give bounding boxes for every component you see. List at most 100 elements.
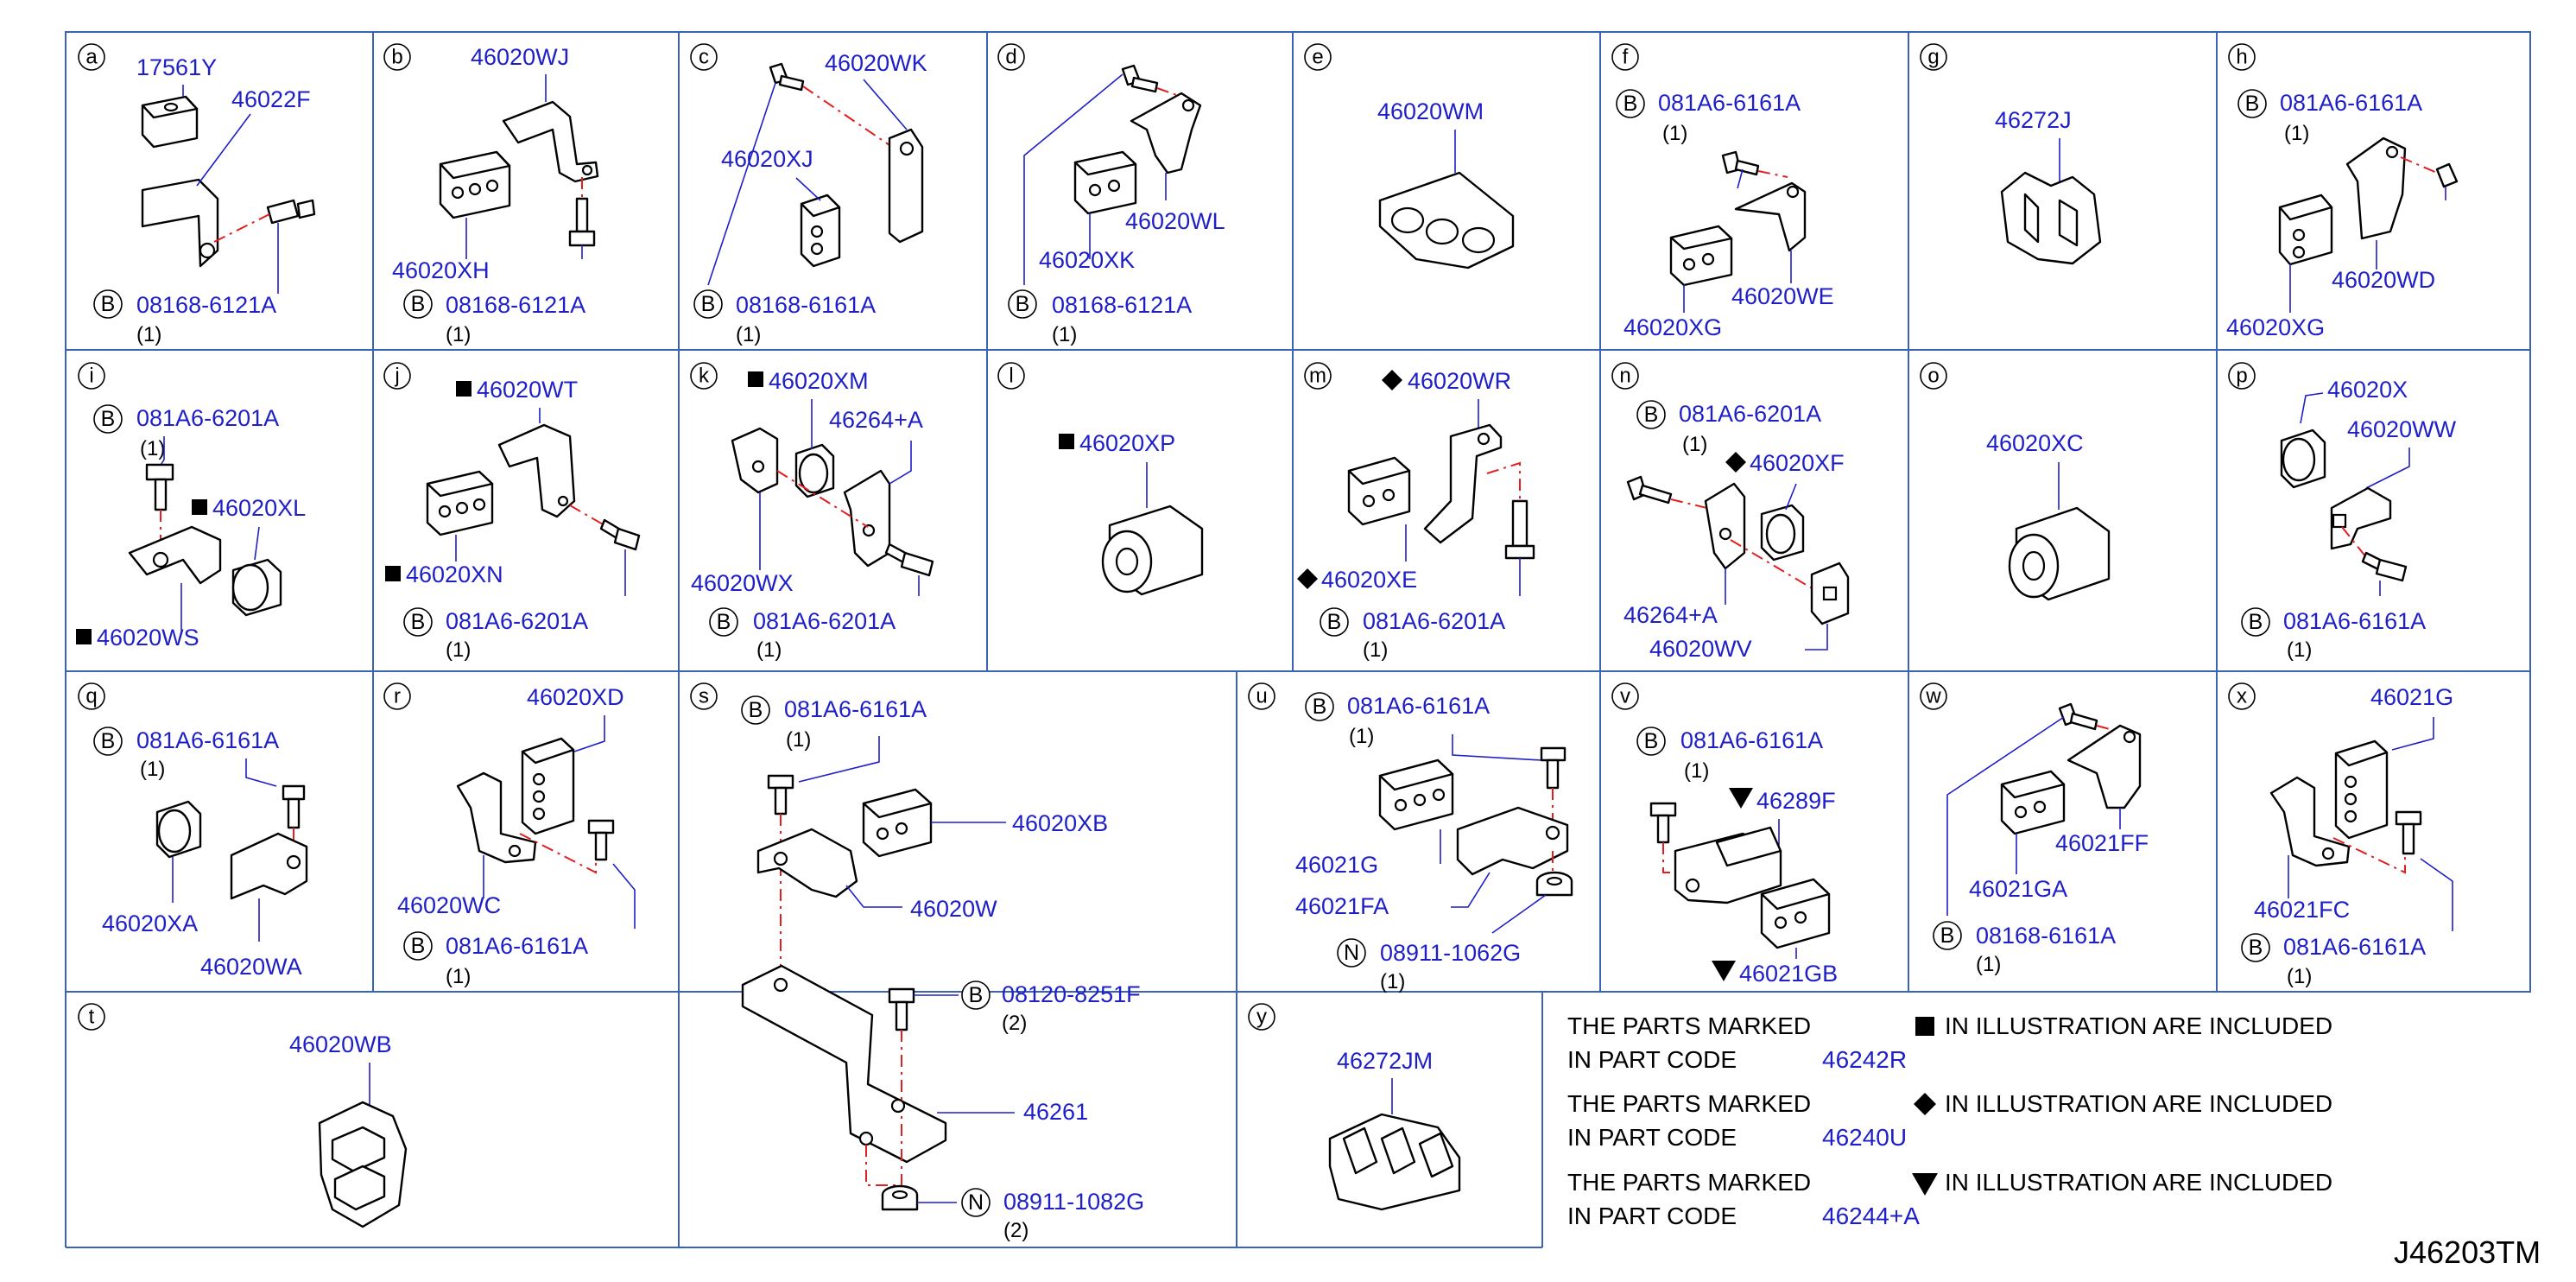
cell-letter-p: p: [2228, 362, 2256, 390]
bracket-part: [741, 964, 947, 1164]
part-label: 081A6-6161A: [136, 727, 279, 753]
grommet-part: [155, 800, 202, 859]
svg-text:r: r: [394, 685, 401, 708]
cell-letter-t: t: [78, 1003, 105, 1031]
svg-text:u: u: [1256, 685, 1267, 708]
part-label: 46020WR: [1408, 368, 1511, 394]
note-code: 46242R: [1822, 1046, 1907, 1073]
svg-text:B: B: [749, 698, 763, 722]
svg-text:B: B: [411, 934, 426, 958]
svg-text:x: x: [2237, 685, 2247, 708]
cell-e: 46020WM: [1377, 98, 1515, 270]
svg-text:h: h: [2236, 46, 2247, 69]
svg-text:B: B: [717, 610, 731, 634]
svg-text:j: j: [394, 365, 399, 388]
bolt-part: [2435, 162, 2459, 188]
part-label: 46272JM: [1337, 1048, 1433, 1074]
grommet-part: [1347, 456, 1411, 526]
note-code: 46240U: [1822, 1124, 1907, 1151]
cell-p: 46020X 46020WW B 081A6-6161A (1): [2241, 377, 2457, 662]
svg-text:w: w: [1925, 685, 1941, 708]
part-label: 46020XF: [1750, 450, 1845, 476]
part-label: 46020WJ: [471, 44, 569, 70]
cell-m: 46020WR 46020XE B 081A6-6201A (1): [1297, 368, 1535, 662]
svg-text:q: q: [85, 685, 97, 708]
grommet-part: [1669, 225, 1733, 287]
note-triangle: THE PARTS MARKED IN ILLUSTRATION ARE INC…: [1567, 1169, 2332, 1229]
cell-o: 46020XC: [1986, 430, 2111, 601]
quantity: (2): [1002, 1012, 1027, 1035]
part-label: 46020WE: [1731, 283, 1834, 309]
svg-text:B: B: [1327, 610, 1342, 634]
part-label: 081A6-6201A: [136, 405, 279, 431]
part-label: 46020XA: [102, 911, 198, 936]
bolt-mark: [1616, 89, 1645, 118]
part-label: 081A6-6161A: [2283, 934, 2426, 960]
bolt-mark: [2237, 89, 2267, 118]
bolt-mark: [403, 289, 433, 319]
bolt-part: [769, 62, 805, 92]
svg-text:B: B: [411, 292, 426, 316]
svg-text:B: B: [2249, 610, 2263, 634]
clip-part: [230, 832, 308, 900]
note-diamond: THE PARTS MARKED IN ILLUSTRATION ARE INC…: [1567, 1090, 2332, 1151]
svg-text:m: m: [1309, 365, 1326, 388]
clip-part: [318, 1101, 408, 1228]
note-text: THE PARTS MARKED: [1567, 1012, 1811, 1039]
bracket-part: [456, 771, 537, 864]
part-label: 46020XK: [1039, 247, 1135, 273]
cell-letter-k: k: [690, 362, 718, 390]
svg-text:B: B: [1016, 292, 1030, 316]
part-label: 46020XN: [406, 562, 503, 587]
quantity: (1): [1052, 323, 1077, 346]
cell-letter-v: v: [1611, 682, 1639, 710]
square-mark: [1915, 1017, 1934, 1036]
note-square: THE PARTS MARKED IN ILLUSTRATION ARE INC…: [1567, 1012, 2332, 1073]
bracket-part: [2269, 776, 2351, 867]
bolt-part: [884, 543, 934, 577]
svg-text:e: e: [1312, 46, 1323, 69]
note-text: IN PART CODE: [1567, 1203, 1737, 1229]
bolt-part: [2361, 551, 2408, 582]
part-label: 46020XH: [392, 257, 490, 283]
cell-letter-l: l: [997, 362, 1025, 390]
part-label: 08168-6121A: [1052, 292, 1192, 318]
cell-x: 46021G 46021FC B 081A6-6161A (1): [2241, 684, 2453, 988]
grommet-part: [426, 470, 494, 536]
svg-text:g: g: [1927, 46, 1939, 69]
bracket-part: [843, 469, 891, 568]
part-label: 08120-8251F: [1002, 981, 1141, 1007]
svg-text:B: B: [101, 729, 116, 753]
bracket-part: [1734, 181, 1807, 252]
quantity: (1): [446, 323, 471, 346]
quantity: (1): [136, 323, 161, 346]
part-label: 46020XD: [527, 684, 624, 710]
part-label: 46020XE: [1321, 567, 1417, 593]
bolt-mark: [693, 289, 723, 319]
cell-letter-w: w: [1920, 682, 1947, 710]
cell-letter-y: y: [1248, 1003, 1275, 1031]
quantity: (1): [786, 728, 811, 752]
bolt-mark: [1636, 400, 1666, 429]
svg-text:b: b: [391, 46, 402, 69]
part-label: 081A6-6201A: [1363, 608, 1505, 634]
bolt-part: [587, 819, 615, 861]
diamond-mark: [1297, 568, 1318, 589]
cell-letters: a b c d e f g h i j k l m n o p q r s t …: [78, 43, 2256, 1031]
bolt-mark: [403, 607, 433, 637]
cell-letter-u: u: [1248, 682, 1275, 710]
bolt-part: [1626, 475, 1673, 505]
cell-letter-q: q: [78, 682, 105, 710]
note-text: IN PART CODE: [1567, 1124, 1737, 1151]
quantity: (1): [2287, 638, 2312, 662]
grommet-part: [2278, 194, 2333, 266]
drawing-code: J46203TM: [2394, 1234, 2541, 1270]
clip-part: [1456, 806, 1569, 876]
grommet-part: [1378, 758, 1454, 831]
square-mark: [385, 566, 401, 581]
bolt-part: [2395, 810, 2422, 855]
part-label: 46020WC: [397, 892, 501, 918]
svg-text:B: B: [701, 292, 716, 316]
cell-v: B 081A6-6161A (1) 46289F 46021GB: [1636, 727, 1838, 987]
quantity: (2): [1003, 1219, 1029, 1242]
